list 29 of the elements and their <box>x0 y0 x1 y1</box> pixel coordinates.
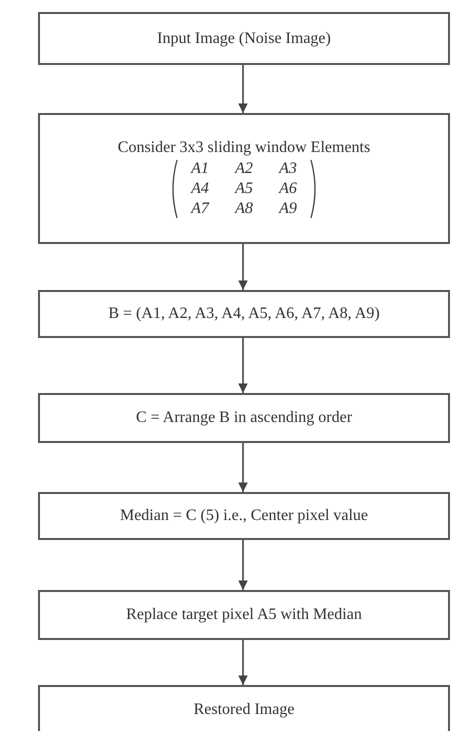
matrix-element: A3 <box>277 158 298 178</box>
process-box <box>38 12 450 65</box>
step-text: Median = C (5) i.e., Center pixel value <box>120 507 368 525</box>
arrow <box>238 244 248 290</box>
matrix-element: A1 <box>189 158 210 178</box>
arrow <box>238 65 248 113</box>
process-box <box>38 113 450 244</box>
arrow <box>238 640 248 685</box>
matrix-element: A6 <box>277 178 298 198</box>
process-box <box>38 685 450 731</box>
arrow <box>238 443 248 492</box>
matrix-element: A4 <box>189 178 210 198</box>
arrow <box>238 540 248 590</box>
process-box <box>38 393 450 443</box>
process-box <box>38 492 450 540</box>
process-box <box>38 290 450 338</box>
arrow <box>238 338 248 393</box>
matrix-element: A9 <box>277 198 298 218</box>
step-text: Replace target pixel A5 with Median <box>126 606 362 624</box>
matrix-element: A5 <box>233 178 254 198</box>
matrix-element: A8 <box>233 198 254 218</box>
process-box <box>38 590 450 640</box>
matrix-element: A7 <box>189 198 210 218</box>
step-text: C = Arrange B in ascending order <box>136 409 352 427</box>
step-text: B = (A1, A2, A3, A4, A5, A6, A7, A8, A9) <box>108 305 380 323</box>
step-text: Input Image (Noise Image) <box>157 30 331 48</box>
step-text: Consider 3x3 sliding window Elements <box>118 138 370 156</box>
step-text: Restored Image <box>194 701 294 719</box>
matrix-element: A2 <box>233 158 254 178</box>
